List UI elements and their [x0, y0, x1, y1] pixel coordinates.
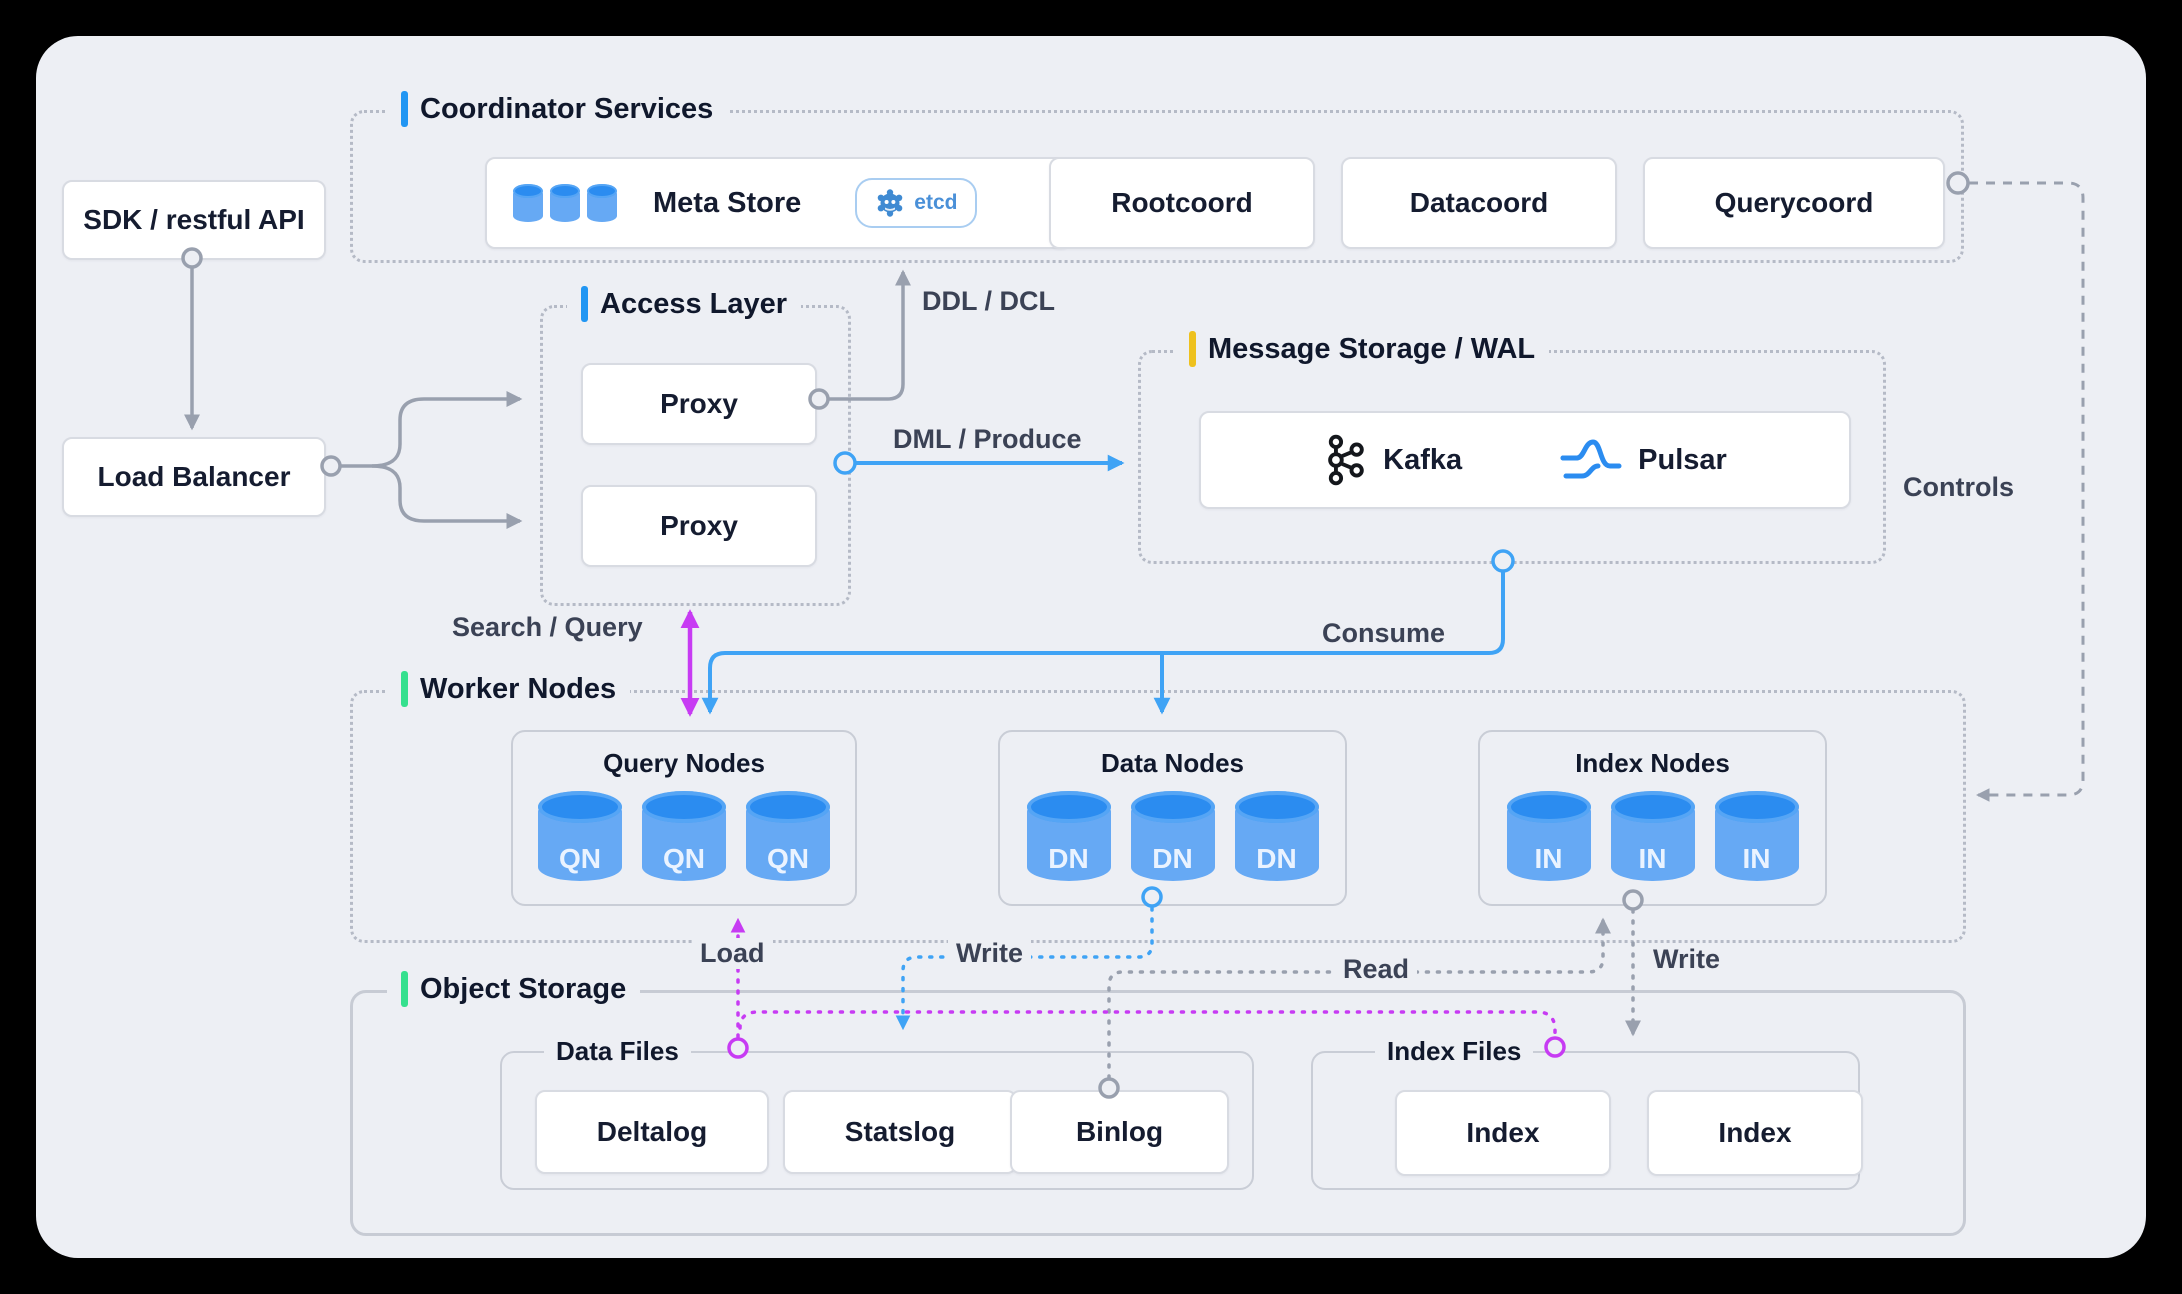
green-accent-bar [401, 671, 408, 707]
query-node-cylinder: QN [538, 791, 622, 881]
etcd-gear-icon [877, 189, 903, 217]
data-node-cylinder: DN [1130, 791, 1215, 881]
deltalog-node: Deltalog [535, 1090, 769, 1174]
proxy-node-2: Proxy [581, 485, 817, 567]
message-storage-title: Message Storage / WAL [1208, 332, 1536, 365]
binlog-node: Binlog [1010, 1090, 1229, 1174]
blue-accent-bar [581, 286, 588, 322]
data-nodes-title: Data Nodes [1100, 748, 1245, 778]
proxy-label: Proxy [660, 388, 738, 419]
statslog-label: Statslog [844, 1116, 956, 1147]
access-layer-group: Access Layer Proxy Proxy [540, 286, 851, 606]
data-node-cylinder: DN [1234, 791, 1319, 881]
coordinator-services-header: Coordinator Services [387, 91, 728, 127]
deltalog-label: Deltalog [596, 1116, 708, 1147]
object-storage-group: Object Storage Data Files Deltalog Stats… [350, 971, 1966, 1236]
object-storage-title: Object Storage [420, 972, 627, 1005]
query-node-cylinder: QN [746, 791, 830, 881]
datacoord-node: Datacoord [1341, 157, 1617, 249]
etcd-badge: etcd [855, 178, 978, 228]
consume-edge-label: Consume [1322, 618, 1446, 648]
kafka-icon [1328, 434, 1364, 486]
database-cylinder-icon [587, 184, 617, 222]
load-balancer-label: Load Balancer [97, 461, 291, 492]
load-edge-label: Load [692, 938, 773, 969]
proxy-label: Proxy [660, 510, 738, 541]
green-accent-bar [401, 971, 408, 1007]
database-cylinder-icon [550, 184, 580, 222]
object-storage-header: Object Storage [387, 971, 641, 1007]
querycoord-label: Querycoord [1714, 187, 1874, 218]
datacoord-label: Datacoord [1409, 187, 1549, 218]
sdk-label: SDK / restful API [83, 204, 305, 235]
message-storage-group: Message Storage / WAL Kafka [1138, 331, 1886, 564]
sdk-node: SDK / restful API [62, 180, 326, 260]
pulsar-icon [1560, 439, 1622, 479]
data-nodes-box: Data Nodes DN DN DN [998, 730, 1347, 906]
worker-nodes-group: Worker Nodes Query Nodes QN QN QN Data N… [350, 671, 1966, 943]
index-files-title: Index Files [1375, 1036, 1534, 1067]
index-nodes-title: Index Nodes [1575, 748, 1730, 778]
binlog-label: Binlog [1075, 1116, 1164, 1147]
index-file-node-1: Index [1395, 1090, 1611, 1176]
write-data-edge-label: Write [948, 938, 1032, 969]
kafka-label: Kafka [1383, 443, 1463, 476]
querycoord-node: Querycoord [1643, 157, 1945, 249]
dml-edge-label: DML / Produce [893, 424, 1082, 454]
meta-store-cylinders-icon [513, 184, 617, 222]
access-layer-title: Access Layer [600, 287, 788, 320]
brokers-node: Kafka Pulsar [1199, 411, 1851, 509]
index-label: Index [1718, 1117, 1792, 1148]
index-node-cylinder: IN [1714, 791, 1799, 881]
proxy-node-1: Proxy [581, 363, 817, 445]
ddl-edge-label: DDL / DCL [922, 286, 1055, 316]
message-storage-header: Message Storage / WAL [1175, 331, 1550, 367]
controls-edge-label: Controls [1903, 472, 2014, 502]
statslog-node: Statslog [783, 1090, 1017, 1174]
coordinator-services-title: Coordinator Services [420, 92, 714, 125]
query-node-cylinder: QN [642, 791, 726, 881]
meta-store-label: Meta Store [653, 186, 802, 219]
query-nodes-box: Query Nodes QN QN QN [511, 730, 857, 906]
index-label: Index [1466, 1117, 1540, 1148]
access-layer-header: Access Layer [567, 286, 802, 322]
load-balancer-node: Load Balancer [62, 437, 326, 517]
read-edge-label: Read [1335, 954, 1418, 985]
index-file-node-2: Index [1647, 1090, 1863, 1176]
blue-accent-bar [401, 91, 408, 127]
write-index-edge-label: Write [1645, 944, 1729, 975]
worker-nodes-header: Worker Nodes [387, 671, 631, 707]
pulsar-label: Pulsar [1638, 443, 1727, 476]
search-query-edge-label: Search / Query [452, 612, 643, 642]
index-node-cylinder: IN [1506, 791, 1591, 881]
index-nodes-box: Index Nodes IN IN IN [1478, 730, 1827, 906]
kafka-item: Kafka [1323, 434, 1462, 486]
data-node-cylinder: DN [1026, 791, 1111, 881]
meta-store-node: Meta Store etcd [485, 157, 1071, 249]
data-files-box: Data Files Deltalog Statslog Binlog [500, 1036, 1254, 1190]
database-cylinder-icon [513, 184, 543, 222]
rootcoord-node: Rootcoord [1049, 157, 1315, 249]
worker-nodes-title: Worker Nodes [420, 672, 617, 705]
query-nodes-title: Query Nodes [603, 748, 765, 778]
index-files-box: Index Files Index Index [1311, 1036, 1863, 1190]
pulsar-item: Pulsar [1560, 436, 1727, 484]
etcd-badge-label: etcd [914, 191, 958, 214]
data-files-title: Data Files [544, 1036, 691, 1067]
index-node-cylinder: IN [1610, 791, 1695, 881]
coordinator-services-group: Coordinator Services Meta Store [350, 91, 1964, 263]
rootcoord-label: Rootcoord [1111, 187, 1253, 218]
yellow-accent-bar [1189, 331, 1196, 367]
